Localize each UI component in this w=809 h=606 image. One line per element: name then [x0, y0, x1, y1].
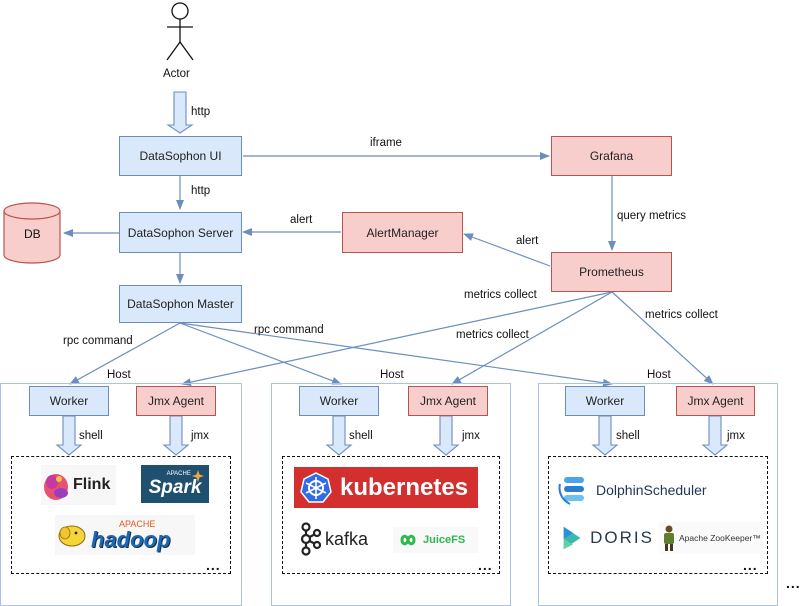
- more-indicator-3: ...: [743, 557, 758, 573]
- edge-label-rpc-command-2: rpc command: [254, 324, 324, 336]
- block-arrow-jmx-3: [701, 415, 729, 456]
- zookeeper-logo: Apache ZooKeeper™: [659, 522, 763, 554]
- jmx-label-3: jmx: [727, 430, 745, 442]
- jmx-agent-node-2[interactable]: Jmx Agent: [408, 386, 488, 416]
- edge-label-metrics-collect-1: metrics collect: [464, 289, 537, 301]
- dolphinscheduler-icon: [558, 477, 584, 505]
- flink-logo: Flink: [41, 465, 116, 505]
- datasophon-ui-node[interactable]: DataSophon UI: [119, 136, 242, 176]
- jmx-agent-node-3[interactable]: Jmx Agent: [676, 386, 755, 416]
- edge-label-ui-server: http: [191, 185, 211, 197]
- components-box-1: [11, 456, 231, 574]
- datasophon-master-node[interactable]: DataSophon Master: [119, 285, 242, 323]
- components-box-2: [282, 456, 500, 574]
- more-indicator-1: ...: [206, 557, 221, 573]
- edge-label-rpc-command-1: rpc command: [63, 335, 133, 347]
- kubernetes-logo-text: kubernetes: [340, 473, 469, 501]
- edge-master-worker2: [179, 322, 342, 385]
- edge-label-iframe: iframe: [370, 137, 402, 149]
- flink-logo-text: Flink: [73, 476, 111, 493]
- juicefs-logo: JuiceFS: [393, 527, 478, 553]
- db-cylinder: [3, 202, 61, 264]
- grafana-node[interactable]: Grafana: [551, 136, 672, 176]
- edge-prometheus-agent3: [611, 291, 714, 385]
- kubernetes-wheel-icon: [300, 471, 332, 503]
- dolphinscheduler-logo: DolphinScheduler: [558, 472, 726, 508]
- shell-label-3: shell: [616, 430, 640, 442]
- block-arrow-shell-1: [55, 415, 83, 456]
- block-arrow-actor-ui: [166, 91, 194, 134]
- juicefs-infinity-icon: [400, 534, 416, 546]
- edge-label-metrics-collect-3: metrics collect: [645, 309, 718, 321]
- actor-label: Actor: [163, 68, 190, 80]
- worker-node-3[interactable]: Worker: [565, 386, 645, 416]
- edge-label-query-metrics: query metrics: [617, 210, 687, 222]
- edge-prometheus-agent2: [451, 291, 613, 385]
- flink-squirrel-icon: [44, 474, 68, 500]
- kafka-logo: kafka: [299, 521, 381, 557]
- host-title-3: Host: [647, 369, 671, 381]
- more-hosts-indicator: ...: [786, 575, 801, 591]
- block-arrow-jmx-1: [162, 415, 190, 456]
- worker-node-2[interactable]: Worker: [299, 386, 379, 416]
- edge-label-alert-am: alert: [516, 235, 539, 247]
- edge-master-worker3: [179, 322, 613, 387]
- doris-logo-text: DORIS: [590, 528, 654, 547]
- edge-prometheus-agent1: [181, 291, 613, 387]
- juicefs-logo-text: JuiceFS: [423, 534, 466, 546]
- edge-prometheus-alertmanager: [463, 233, 551, 267]
- edge-label-alert-server: alert: [290, 214, 313, 226]
- spark-logo: APACHE Spark: [141, 465, 209, 503]
- hadoop-apache-text: APACHE: [119, 519, 156, 529]
- doris-logo: DORIS: [560, 520, 654, 556]
- components-box-3: [548, 456, 768, 574]
- shell-label-2: shell: [349, 430, 373, 442]
- actor-figure: [166, 2, 194, 61]
- host-title-1: Host: [107, 369, 131, 381]
- block-arrow-shell-3: [591, 415, 619, 456]
- zookeeper-keeper-icon: [664, 525, 674, 551]
- hadoop-logo: APACHE hadoop: [55, 515, 195, 555]
- spark-star-icon: [192, 470, 204, 482]
- shell-label-1: shell: [79, 430, 103, 442]
- alertmanager-node[interactable]: AlertManager: [342, 212, 463, 253]
- dolphinscheduler-logo-text: DolphinScheduler: [596, 482, 707, 498]
- worker-node-1[interactable]: Worker: [29, 386, 109, 416]
- doris-icon: [563, 526, 581, 550]
- block-arrow-jmx-2: [432, 415, 460, 456]
- zookeeper-logo-text: Apache ZooKeeper™: [679, 533, 761, 543]
- jmx-label-1: jmx: [191, 430, 209, 442]
- hadoop-logo-text: hadoop: [91, 527, 171, 552]
- db-label: DB: [24, 227, 41, 241]
- more-indicator-2: ...: [478, 557, 493, 573]
- block-arrow-shell-2: [325, 415, 353, 456]
- jmx-label-2: jmx: [462, 430, 480, 442]
- edge-master-worker1: [69, 322, 181, 385]
- spark-apache-text: APACHE: [166, 470, 191, 477]
- kafka-icon: [300, 522, 321, 556]
- edge-label-actor-ui: http: [191, 106, 211, 118]
- kubernetes-logo: kubernetes: [294, 467, 478, 508]
- spark-logo-text: Spark: [148, 476, 202, 498]
- prometheus-node[interactable]: Prometheus: [551, 252, 672, 292]
- jmx-agent-node-1[interactable]: Jmx Agent: [136, 386, 216, 416]
- kafka-logo-text: kafka: [325, 528, 369, 549]
- host-title-2: Host: [380, 369, 404, 381]
- edge-label-metrics-collect-2: metrics collect: [456, 329, 529, 341]
- hadoop-elephant-icon: [58, 525, 86, 547]
- datasophon-server-node[interactable]: DataSophon Server: [119, 212, 242, 253]
